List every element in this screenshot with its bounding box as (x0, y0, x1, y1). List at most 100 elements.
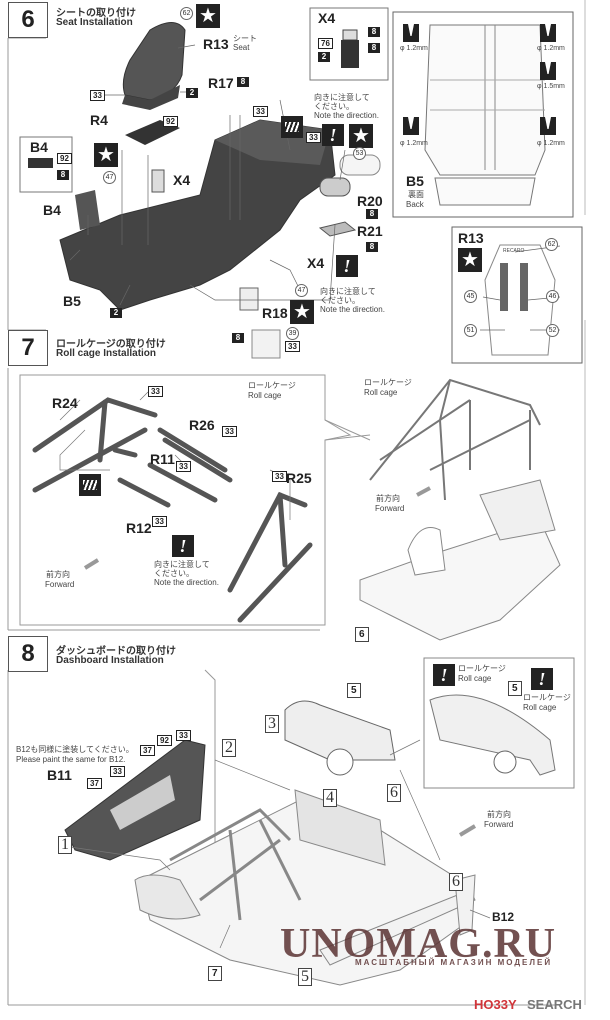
ref-7: 7 (208, 966, 222, 981)
ref-1: 1 (58, 836, 72, 854)
caution-icon: ! (322, 124, 344, 146)
watermark-site: UNOMAG.RU (280, 921, 557, 967)
paint-code-2: 2 (186, 88, 198, 98)
paint-code-33: 33 (306, 132, 321, 143)
ref-6: 6 (387, 784, 401, 802)
paint-code-8: 8 (368, 43, 380, 53)
step-6-title-jp: シートの取り付け (56, 8, 136, 19)
paint-code-8: 8 (232, 333, 244, 343)
detail-rollcage-en: Roll cage (458, 674, 492, 683)
paint-code-76: 76 (318, 38, 333, 49)
forward-label-jp: 前方向 (487, 810, 511, 819)
caution-icon: ! (336, 255, 358, 277)
part-R12: R12 (126, 520, 152, 536)
rollcage-label-en-2: Roll cage (364, 388, 398, 397)
harness-R13-label: R13 (458, 230, 484, 246)
decal-45: 45 (464, 290, 477, 303)
caution-icon: ! (433, 664, 455, 686)
paint-code-8: 8 (57, 170, 69, 180)
part-B11: B11 (47, 767, 72, 783)
metallic-paint-icon (79, 474, 101, 496)
paint-code-2: 2 (318, 52, 330, 62)
hole-size: φ 1.5mm (537, 83, 565, 90)
direction-note-en: Note the direction. (314, 111, 379, 120)
step-7-title-en: Roll cage Installation (56, 348, 157, 359)
paint-code-33: 33 (253, 106, 268, 117)
drill-hole-icon (540, 117, 556, 135)
source-text: SEARCH (527, 997, 582, 1012)
detail-ref-5: 5 (508, 681, 522, 696)
paint-code-33: 33 (110, 766, 125, 777)
part-R4: R4 (90, 112, 108, 128)
drill-hole-icon (540, 62, 556, 80)
paint-code-8: 8 (368, 27, 380, 37)
direction-note-jp: 向きに注意して ください。 (154, 560, 210, 578)
direction-note-en: Note the direction. (154, 578, 219, 587)
star-icon: ★ (94, 143, 118, 167)
direction-note-jp: 向きに注意して ください。 (314, 93, 370, 111)
decal-39: 39 (286, 327, 299, 340)
source-logo: HO33Y (474, 997, 517, 1012)
forward-label-en-2: Forward (375, 504, 405, 513)
step-6-number: 6 (8, 2, 48, 38)
star-icon: ★ (458, 248, 482, 272)
paint-code-33: 33 (176, 730, 191, 741)
part-R20: R20 (357, 193, 383, 209)
ref-step-6: 6 (355, 627, 369, 642)
part-R26: R26 (189, 417, 215, 433)
part-R21: R21 (357, 223, 383, 239)
forward-label-jp-2: 前方向 (376, 494, 400, 503)
ref-4: 4 (323, 789, 337, 807)
underside-label-jp: 裏面 (408, 190, 424, 199)
ref-6b: 6 (449, 873, 463, 891)
drill-hole-icon (403, 117, 419, 135)
star-icon: ★ (349, 124, 373, 148)
forward-label-jp: 前方向 (46, 570, 70, 579)
paint-note-en: Please paint the same for B12. (16, 755, 126, 764)
part-R24: R24 (52, 395, 78, 411)
decal-52: 52 (546, 324, 559, 337)
step-7-title-jp: ロールケージの取り付け (56, 339, 166, 350)
rollcage-label-en: Roll cage (248, 391, 282, 400)
paint-code-33: 33 (176, 461, 191, 472)
paint-code-33: 33 (272, 471, 287, 482)
paint-code-2: 2 (110, 308, 122, 318)
part-B5: B5 (63, 293, 81, 309)
part-R25: R25 (286, 470, 312, 486)
part-R18: R18 (262, 305, 288, 321)
paint-code-33: 33 (148, 386, 163, 397)
step-8-title-en: Dashboard Installation (56, 655, 164, 666)
detail-rollcage-jp-2: ロールケージ (523, 693, 571, 702)
metallic-paint-icon (281, 116, 303, 138)
paint-note-jp: B12も同様に塗装してください。 (16, 745, 134, 754)
part-R13-jp: シート (233, 34, 257, 43)
paint-code-92: 92 (163, 116, 178, 127)
drill-hole-icon (540, 24, 556, 42)
paint-code-8: 8 (366, 209, 378, 219)
decal-53: 53 (353, 147, 366, 160)
watermark-tagline: МАСШТАБНЫЙ МАГАЗИН МОДЕЛЕЙ (355, 958, 553, 967)
rollcage-label-jp-2: ロールケージ (364, 378, 412, 387)
box-X4-label: X4 (318, 10, 336, 26)
decal-62: 62 (180, 7, 193, 20)
box-B4-label: B4 (30, 139, 48, 155)
part-R11: R11 (150, 451, 175, 467)
part-B4: B4 (43, 202, 61, 218)
forward-label-en: Forward (484, 820, 514, 829)
paint-code-37: 37 (140, 745, 155, 756)
recaro-logo: RECARO (503, 248, 525, 254)
decal-47: 47 (103, 171, 116, 184)
detail-rollcage-en-2: Roll cage (523, 703, 557, 712)
decal-51: 51 (464, 324, 477, 337)
paint-code-33: 33 (152, 516, 167, 527)
step-8-title-jp: ダッシュボードの取り付け (56, 646, 176, 657)
underside-B5-label: B5 (406, 173, 424, 189)
hole-size: φ 1.2mm (400, 140, 428, 147)
paint-code-37: 37 (87, 778, 102, 789)
step-6-title-en: Seat Installation (56, 17, 133, 28)
star-icon: ★ (196, 4, 220, 28)
part-X4-lower: X4 (307, 255, 325, 271)
paint-code-92: 92 (57, 153, 72, 164)
star-icon: ★ (290, 300, 314, 324)
